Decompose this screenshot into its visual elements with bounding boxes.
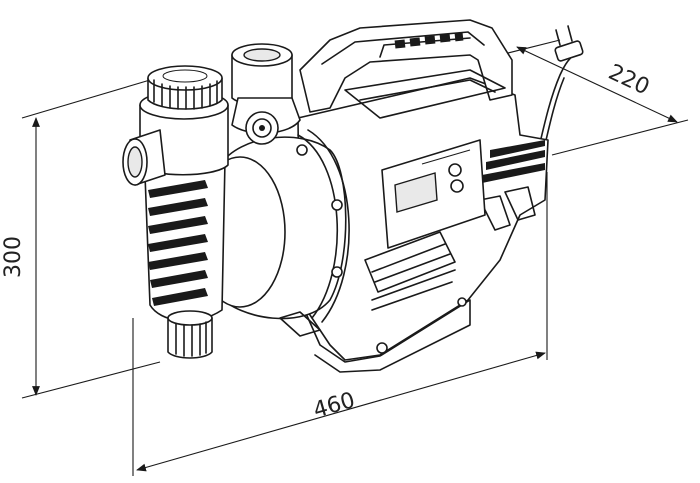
height-dimension-label: 300 [1,236,26,278]
pressure-sensor-icon [245,111,279,145]
control-button-icon [448,163,462,177]
screw-icon [331,199,343,211]
dimension-length [132,172,548,476]
outlet-port [231,43,301,135]
display-screen [394,172,438,213]
screw-icon [331,266,343,278]
screw-icon [296,144,308,156]
vent-ribs [479,140,545,231]
front-collar [144,152,226,322]
depth-dimension-label: 220 [604,60,653,100]
carry-handle [299,19,513,113]
length-dimension-label: 460 [311,388,358,424]
screw-icon [457,297,467,307]
control-panel [381,139,486,249]
pump-illustration [122,19,584,373]
screw-icon [376,342,388,354]
control-button-icon [450,179,464,193]
drain-plug [167,310,213,359]
inlet-port [122,129,166,186]
